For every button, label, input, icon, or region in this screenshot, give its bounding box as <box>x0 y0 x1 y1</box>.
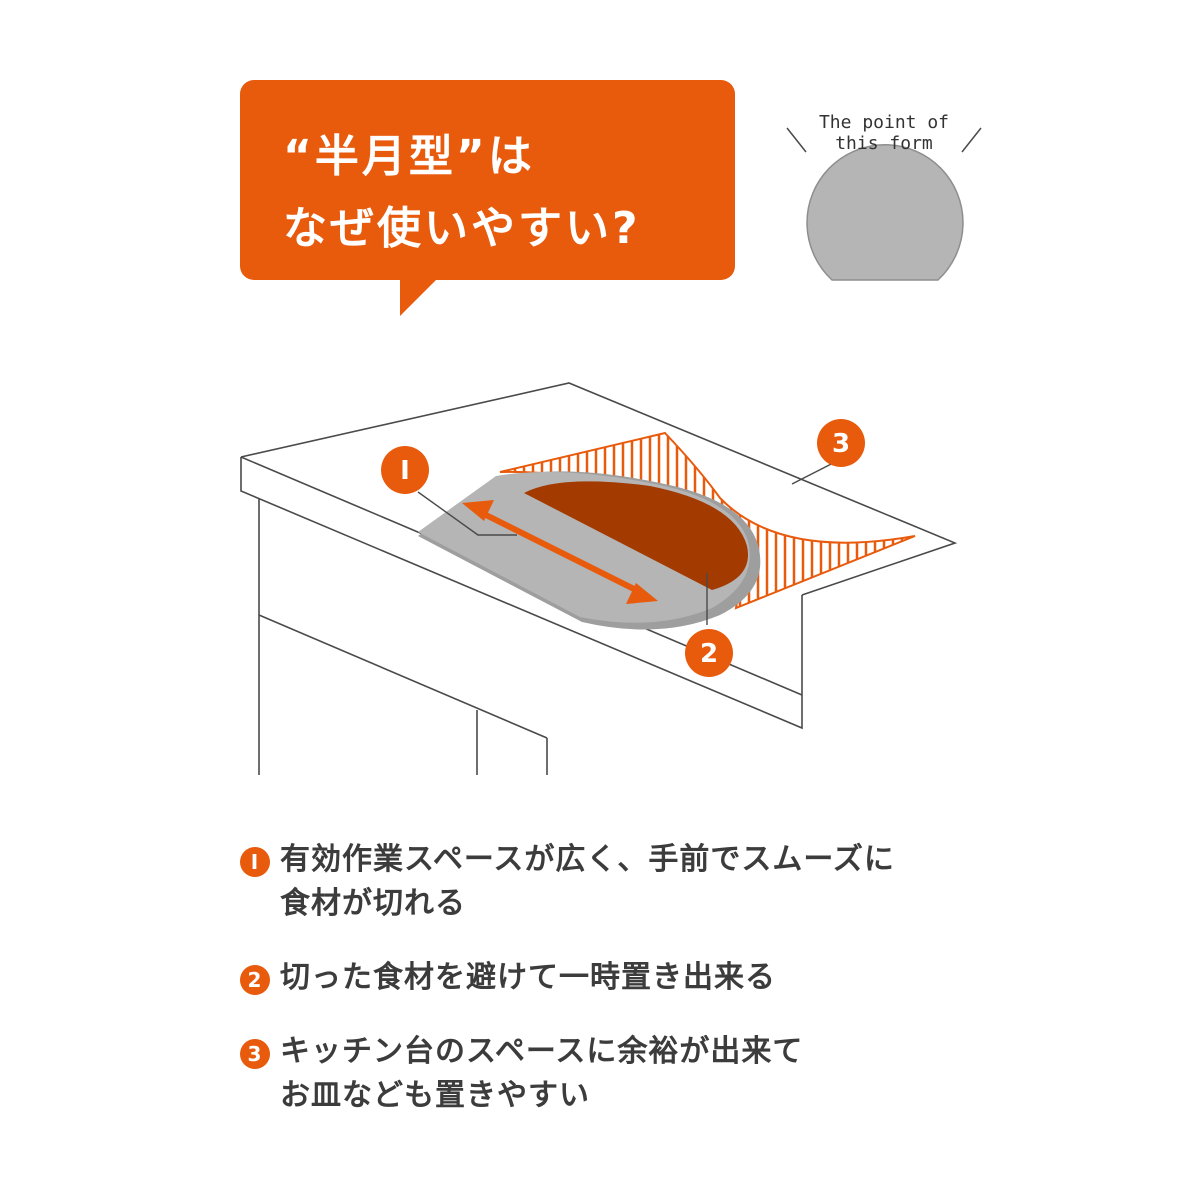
headline-line-2: なぜ使いやすい? <box>283 203 641 254</box>
badge-line-1: The point of <box>819 112 949 133</box>
badge-tick-right <box>961 127 982 153</box>
point-text-line: 切った食材を避けて一時置き出来る <box>280 960 776 995</box>
speech-bubble <box>240 80 735 280</box>
callout-1-circle <box>381 446 429 494</box>
speech-bubble-tail <box>400 278 438 316</box>
list-item: 3 キッチン台のスペースに余裕が出来て お皿なども置きやすい <box>240 1030 1000 1118</box>
point-text-line: 食材が切れる <box>280 886 466 921</box>
point-text-line: キッチン台のスペースに余裕が出来て <box>280 1034 804 1069</box>
badge-line-2: this form <box>835 133 933 154</box>
list-item: 2 切った食材を避けて一時置き出来る <box>240 956 1000 1000</box>
point-number-badge: I <box>240 847 270 877</box>
callout-3-circle <box>817 419 865 467</box>
callout-2-label: 2 <box>700 639 718 669</box>
point-number-badge: 2 <box>240 965 270 995</box>
holding-area <box>524 481 748 590</box>
double-arrow-icon <box>462 500 658 604</box>
point-text-line: 有効作業スペースが広く、手前でスムーズに <box>280 842 895 877</box>
headline-line-1: “半月型”は <box>283 131 535 182</box>
list-item: I 有効作業スペースが広く、手前でスムーズに 食材が切れる <box>240 838 1000 926</box>
callout-2-circle <box>685 629 733 677</box>
badge-tick-left <box>786 127 807 153</box>
point-badge: The point of this form <box>786 112 982 281</box>
callout-3-label: 3 <box>832 429 850 459</box>
callout-1-label: I <box>400 456 410 486</box>
point-text-line: お皿なども置きやすい <box>280 1078 590 1113</box>
half-moon-shape-icon <box>806 144 964 281</box>
point-number-badge: 3 <box>240 1039 270 1069</box>
points-list: I 有効作業スペースが広く、手前でスムーズに 食材が切れる 2 切った食材を避け… <box>240 838 1000 1118</box>
counter-illustration: I 2 3 <box>240 382 958 775</box>
